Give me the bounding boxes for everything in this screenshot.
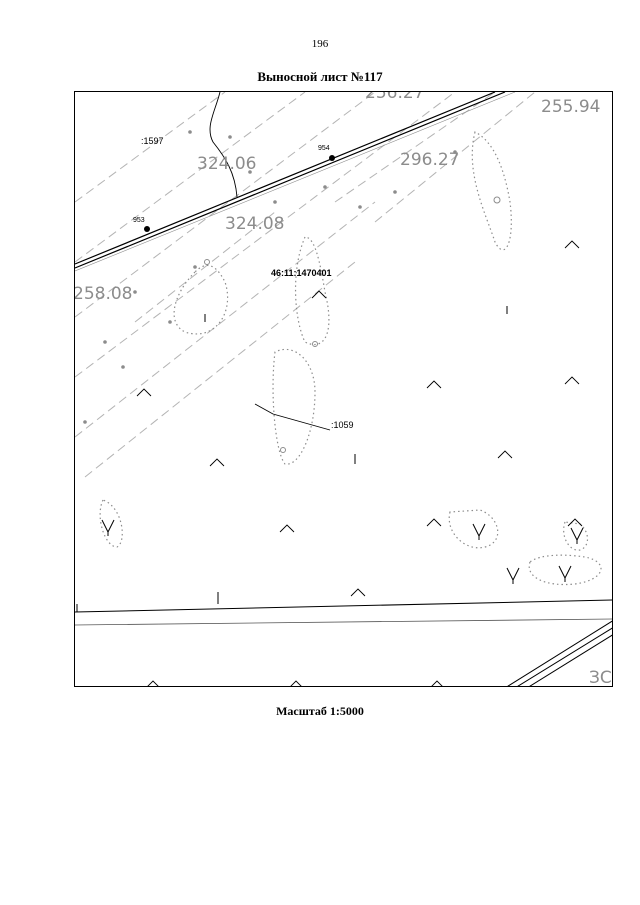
elevation-zc: ЗС bbox=[589, 668, 612, 687]
point-954-marker bbox=[329, 155, 335, 161]
map-frame: 255.94 296.27 324.06 324.08 258.08 256.2… bbox=[74, 91, 613, 687]
elevation-258-08: 258.08 bbox=[75, 284, 132, 304]
elevation-296-27: 296.27 bbox=[400, 150, 459, 170]
elevation-324-08: 324.08 bbox=[225, 214, 284, 234]
dotted-boundaries bbox=[99, 131, 602, 586]
elevation-labels: 255.94 296.27 324.06 324.08 258.08 256.2… bbox=[75, 92, 612, 687]
page-number: 196 bbox=[311, 38, 329, 50]
parcel-boundary bbox=[209, 92, 238, 198]
contour-label-1597: :1597 bbox=[141, 136, 164, 146]
point-label-953: 953 bbox=[133, 217, 145, 224]
caret-symbols bbox=[136, 240, 583, 686]
scale-caption: Масштаб 1:5000 bbox=[276, 704, 364, 718]
elevation-256-top: 256.27 bbox=[365, 92, 424, 103]
elevation-255-94: 255.94 bbox=[541, 97, 600, 117]
point-label-954: 954 bbox=[318, 145, 330, 152]
elevation-spot-icon bbox=[204, 196, 501, 453]
ravine-line bbox=[254, 403, 331, 431]
road bbox=[75, 92, 516, 272]
elevation-324-06: 324.06 bbox=[197, 154, 256, 174]
parcel-cadastral-label: 46:11:1470401 bbox=[271, 268, 332, 278]
hatch-lines bbox=[75, 92, 536, 478]
sheet-title: Выносной лист №117 bbox=[257, 69, 383, 84]
meadow-symbols bbox=[101, 519, 584, 584]
map-canvas: 255.94 296.27 324.06 324.08 258.08 256.2… bbox=[75, 92, 612, 687]
bottom-right-road bbox=[507, 620, 612, 686]
point-953-marker bbox=[144, 226, 150, 232]
bottom-road bbox=[75, 599, 612, 626]
boundary-dots bbox=[83, 130, 457, 424]
tick-marks bbox=[76, 306, 508, 612]
contour-label-1059: :1059 bbox=[331, 420, 354, 430]
